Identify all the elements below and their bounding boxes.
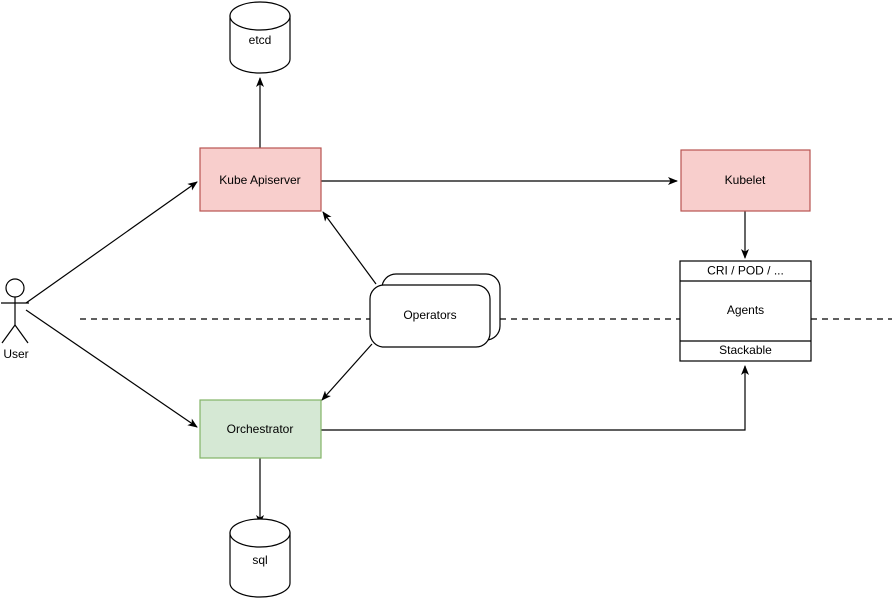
node-operators[interactable]: Operators bbox=[369, 273, 501, 348]
node-kubelet-label: Kubelet bbox=[725, 173, 766, 187]
edge-user-to-kube-apiserver bbox=[25, 181, 198, 304]
node-agents-header-label: CRI / POD / ... bbox=[707, 264, 784, 278]
node-operators-label: Operators bbox=[403, 308, 456, 322]
edge-user-to-orchestrator bbox=[25, 309, 198, 428]
node-orchestrator-label: Orchestrator bbox=[227, 422, 294, 436]
node-kube-apiserver[interactable]: Kube Apiserver bbox=[199, 147, 322, 212]
node-etcd[interactable]: etcd bbox=[229, 1, 291, 74]
node-user-label: User bbox=[3, 347, 28, 361]
node-agents-footer-label: Stackable bbox=[719, 343, 772, 357]
node-agents-body-label: Agents bbox=[727, 303, 764, 317]
node-user[interactable]: User bbox=[1, 278, 29, 361]
node-kube-apiserver-label: Kube Apiserver bbox=[219, 173, 300, 187]
edge-operators-to-orchestrator bbox=[321, 343, 373, 401]
node-kubelet[interactable]: Kubelet bbox=[680, 149, 811, 212]
edge-orchestrator-to-stackable bbox=[321, 365, 749, 431]
node-orchestrator[interactable]: Orchestrator bbox=[199, 399, 322, 459]
edge-operators-to-kube-apiserver bbox=[322, 211, 377, 285]
node-sql-label: sql bbox=[252, 553, 267, 567]
node-etcd-label: etcd bbox=[249, 33, 272, 47]
node-sql[interactable]: sql bbox=[229, 518, 291, 598]
node-agents-stack[interactable]: CRI / POD / ... Agents Stackable bbox=[679, 260, 812, 362]
